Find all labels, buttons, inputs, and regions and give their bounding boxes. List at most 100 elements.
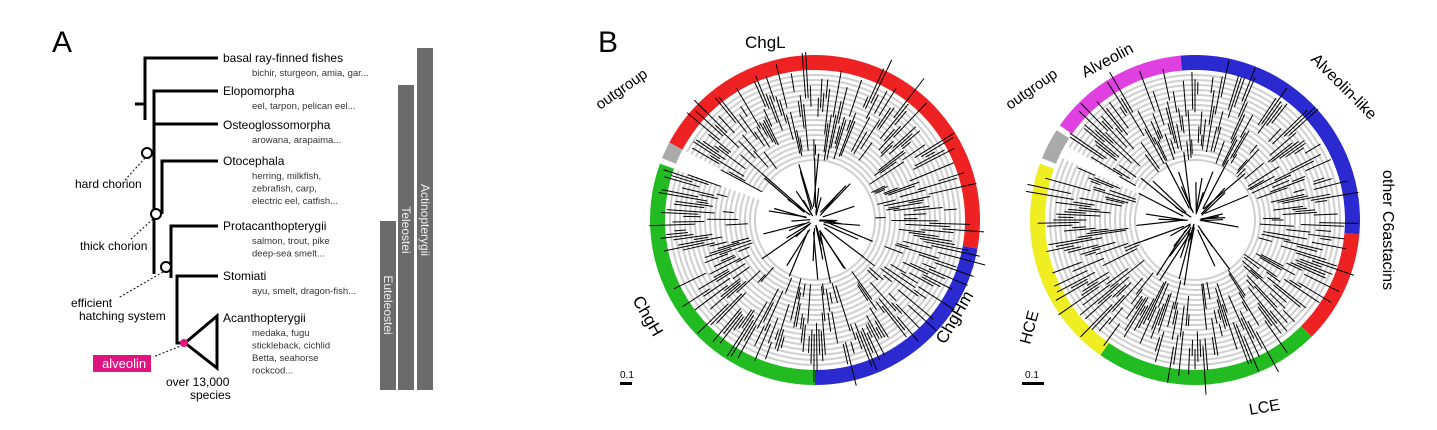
tree-branch [1247, 179, 1264, 191]
tree-branch [835, 285, 851, 332]
bar-actinopterygii: Actinopterygii [418, 184, 432, 256]
tree-branch [1091, 241, 1116, 250]
tree-branch [1101, 115, 1114, 130]
bar-teleostei: Teleostei [399, 206, 413, 253]
tree-branch [894, 110, 907, 126]
tree-branch [1165, 162, 1190, 209]
tree-branch [1098, 317, 1112, 332]
tree-branch [825, 79, 829, 99]
tree-branch [1305, 159, 1331, 172]
tree-branch [694, 285, 728, 311]
tree-branch [1199, 111, 1203, 135]
tree-branch [1072, 226, 1086, 229]
taxon-examples: rockcod... [252, 366, 293, 377]
tree-branch [857, 284, 869, 302]
taxon-examples: medaka, fugu [252, 328, 310, 339]
tree-branch [1230, 102, 1248, 140]
tree-branch [1270, 178, 1305, 193]
tree-branch [1037, 221, 1080, 224]
tree-branch [1210, 76, 1214, 94]
tree-branch [1108, 307, 1124, 325]
tree-branch [791, 219, 811, 222]
tree-branch [928, 268, 968, 286]
tree-branch [1277, 195, 1308, 203]
tree-branch [1201, 119, 1207, 150]
tree-branch [1081, 276, 1110, 296]
tree-branch [666, 209, 715, 214]
tree-branch [884, 195, 931, 207]
tree-branch [824, 88, 831, 135]
tree-branch [823, 122, 829, 153]
tree-branch [796, 130, 803, 156]
guide-ring [1129, 154, 1261, 286]
tree-branch [698, 270, 730, 290]
tree-branch [888, 133, 913, 155]
clade-arc-chgh [650, 163, 815, 385]
guide-ring [689, 94, 941, 347]
tree-branch [768, 210, 807, 218]
tree-branch [1170, 139, 1176, 154]
tree-branch [732, 266, 750, 280]
alveolin-origin-dot [180, 339, 188, 347]
tree-branch [874, 186, 888, 193]
tree-branch [819, 185, 847, 213]
tree-branch [730, 319, 754, 357]
tree-branch [942, 228, 985, 233]
tree-branch [1183, 152, 1192, 208]
tree-branch [1047, 224, 1073, 227]
tree-branch [1106, 267, 1129, 285]
tree-branch [846, 119, 852, 131]
tree-branch [1156, 229, 1187, 276]
event-leaders [117, 157, 184, 358]
tree-branch [1269, 132, 1297, 156]
tree-branch [717, 241, 740, 250]
tree-branch [1285, 142, 1306, 158]
tree-branch [714, 124, 740, 148]
tree-branch [901, 141, 912, 150]
tree-branch [1240, 317, 1260, 357]
tree-branch [1084, 294, 1113, 320]
tree-branch [764, 116, 779, 146]
tree-branch [1093, 186, 1106, 192]
tree-branch [1173, 334, 1179, 365]
tree-branch [675, 200, 713, 207]
tree-branch [897, 289, 934, 320]
tree-branch [1217, 111, 1224, 132]
tree-branch [1048, 236, 1092, 246]
tree-branch [1202, 173, 1246, 210]
tree-branch [1102, 248, 1138, 267]
tree-branch [726, 314, 755, 357]
tree-branch [909, 262, 946, 280]
tree-branch [909, 272, 934, 287]
tree-branch [1091, 294, 1125, 330]
taxon-examples: salmon, trout, pike [252, 236, 330, 247]
tree-branch [765, 93, 778, 123]
guide-ring [1124, 149, 1266, 291]
tree-branch [1211, 336, 1216, 356]
tree-branch [1046, 245, 1075, 253]
tree-branch [1204, 338, 1209, 371]
tree-branch [702, 140, 720, 153]
tree-branch [1124, 244, 1140, 252]
tree-branch [709, 257, 742, 275]
tree-branch [821, 312, 826, 355]
event-hard-chorion: hard chorion [75, 177, 142, 191]
tree-branch [913, 289, 927, 299]
tree-branch [763, 119, 777, 145]
tree-branch [1313, 180, 1348, 190]
tree-branch [661, 211, 699, 215]
tree-branch [693, 141, 721, 160]
tree-branch [1095, 129, 1133, 164]
tree-branch [1176, 123, 1183, 151]
tree-branch [658, 191, 708, 202]
tree-branch [709, 282, 741, 310]
tree-branch [1167, 302, 1175, 327]
tree-branch [883, 187, 898, 194]
tree-branch [1249, 144, 1258, 154]
tree-branch [1182, 80, 1187, 117]
tree-branch [1086, 271, 1109, 286]
tree-branch [726, 280, 747, 299]
tree-branch [649, 223, 696, 227]
tree-branch [1199, 339, 1202, 358]
tree-branch [903, 240, 932, 249]
